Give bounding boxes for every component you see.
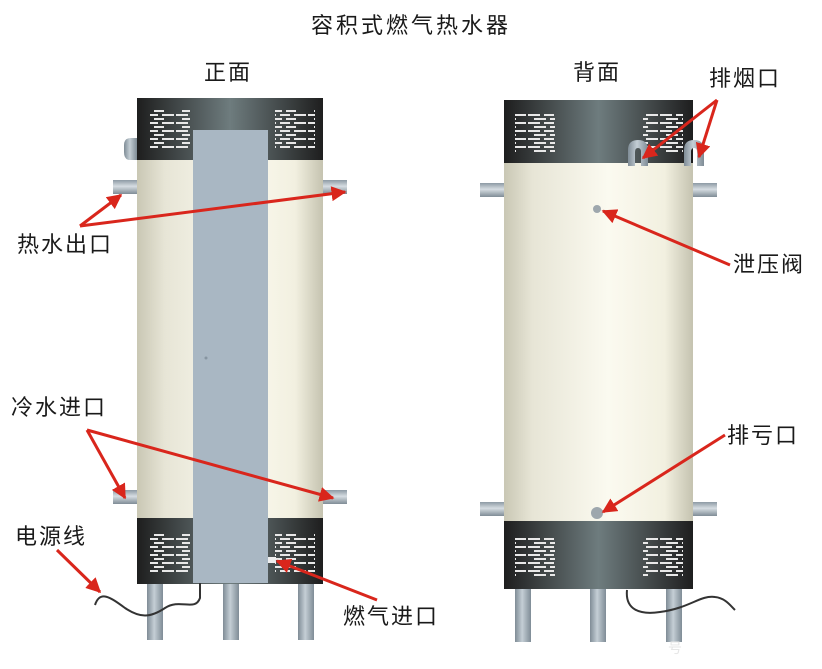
arrow-flue-left bbox=[641, 98, 718, 160]
arrow-cold-right bbox=[86, 428, 335, 502]
gas-inlet-nub bbox=[268, 557, 276, 563]
front-cover-panel bbox=[193, 130, 268, 583]
front-bottom-vent-left bbox=[150, 533, 190, 573]
front-heater bbox=[94, 98, 347, 640]
back-heater bbox=[480, 100, 736, 642]
front-flue-elbow bbox=[124, 138, 137, 160]
back-tank-body bbox=[504, 163, 693, 521]
front-leg-center bbox=[223, 583, 239, 640]
front-view-label: 正面 bbox=[204, 61, 253, 86]
relief-valve bbox=[593, 205, 601, 213]
diagram-title: 容积式燃气热水器 bbox=[311, 14, 512, 39]
arrow-gas-inlet bbox=[275, 558, 378, 602]
arrow-power-cord bbox=[55, 548, 102, 594]
drain-outlet bbox=[591, 507, 603, 519]
back-bottom-vent-left bbox=[515, 538, 555, 578]
power-cord bbox=[94, 583, 201, 617]
label-power-cord: 电源线 bbox=[15, 525, 88, 550]
front-top-vent-left bbox=[150, 110, 190, 150]
label-gas-inlet: 燃气进口 bbox=[343, 605, 440, 630]
arrow-cold-left bbox=[85, 429, 127, 500]
front-leg-left bbox=[147, 583, 163, 640]
back-view-label: 背面 bbox=[573, 61, 622, 86]
arrow-drain bbox=[601, 433, 726, 514]
back-power-cord bbox=[625, 589, 736, 614]
back-leg-right bbox=[666, 587, 682, 642]
callout-arrows bbox=[55, 98, 731, 602]
back-pipe-lower-right bbox=[693, 502, 717, 516]
label-relief-valve: 泄压阀 bbox=[733, 253, 806, 278]
label-flue-outlet: 排烟口 bbox=[709, 67, 782, 92]
back-pipe-lower-left bbox=[480, 502, 504, 516]
arrow-relief-valve bbox=[601, 209, 731, 267]
back-leg-left bbox=[515, 587, 531, 642]
arrow-hot-right bbox=[79, 186, 347, 228]
back-leg-center bbox=[590, 587, 606, 642]
front-leg-right bbox=[298, 583, 314, 640]
back-pipe-upper-right bbox=[693, 183, 717, 197]
watermark: 号 bbox=[668, 641, 682, 657]
label-drain-outlet: 排亏口 bbox=[727, 424, 800, 449]
label-hot-water-outlet: 热水出口 bbox=[17, 233, 114, 258]
arrow-hot-left bbox=[79, 193, 123, 228]
front-hot-pipe-left bbox=[113, 180, 137, 194]
arrow-flue-right bbox=[695, 99, 719, 159]
front-top-vent-right bbox=[275, 110, 315, 150]
back-pipe-upper-left bbox=[480, 183, 504, 197]
back-top-vent-left bbox=[515, 113, 555, 153]
back-bottom-vent-right bbox=[643, 538, 683, 578]
label-cold-water-inlet: 冷水进口 bbox=[11, 396, 108, 421]
